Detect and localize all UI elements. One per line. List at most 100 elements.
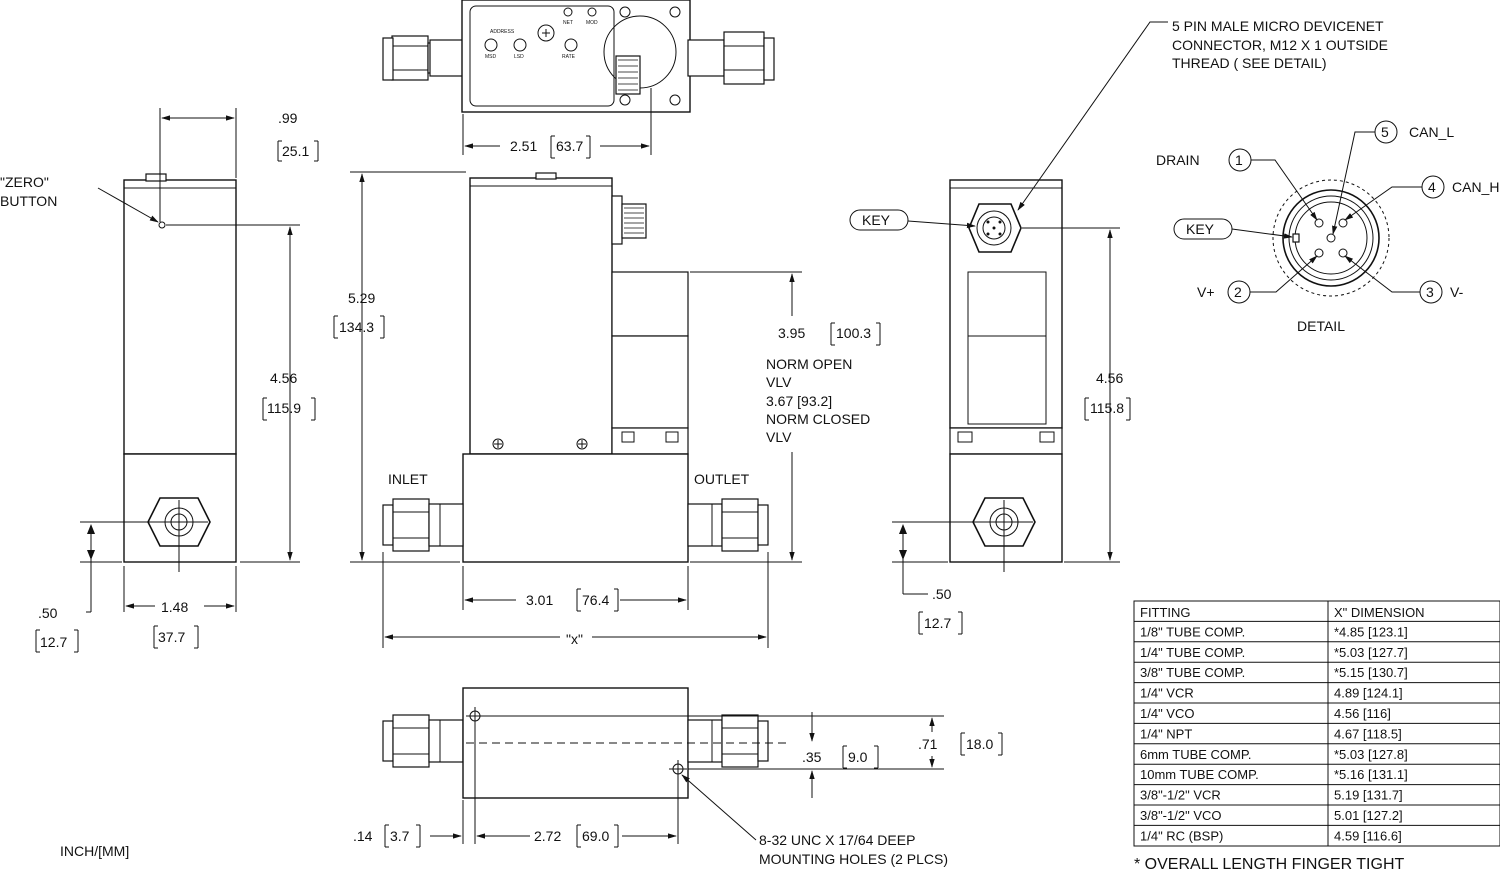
table-cell-dimension: 4.89 [124.1] (1334, 686, 1403, 701)
valve-note-4: NORM CLOSED (766, 411, 870, 427)
dim-right-height: 4.56 (1096, 370, 1123, 386)
front-view: INLET OUTLET 5.29 134.3 3.95 100.3 NORM … (333, 171, 881, 648)
table-cell-fitting: 3/8"-1/2" VCR (1140, 788, 1221, 803)
table-cell-dimension: 4.67 [118.5] (1334, 726, 1402, 741)
dim-left-top-mm: 25.1 (282, 143, 309, 159)
dim-front-total-height: 5.29 (348, 290, 375, 306)
table-cell-dimension: *5.16 [131.1] (1334, 767, 1408, 782)
top-view: ADDRESS NET MOD MSD LSD RATE 2.51 63.7 (382, 0, 775, 159)
holes-note-2: MOUNTING HOLES (2 PLCS) (759, 851, 948, 867)
dim-left-port: .50 (38, 605, 58, 621)
connector-detail: 1 DRAIN 2 V+ 3 V- 4 CAN_H 5 CAN_L KEY DE… (1156, 120, 1499, 334)
inlet-label: INLET (388, 471, 428, 487)
table-cell-fitting: 1/4" VCR (1140, 686, 1194, 701)
dim-base-width: 3.01 (526, 592, 553, 608)
dim-left-top: .99 (278, 110, 298, 126)
table-header-dimension: X" DIMENSION (1334, 605, 1425, 620)
dim-hole-offset: .14 (353, 828, 373, 844)
units-note: INCH/[MM] (60, 843, 129, 859)
pin-1-num: 1 (1235, 152, 1243, 168)
fitting-table: FITTING X" DIMENSION 1/8" TUBE COMP. *4.8… (1133, 600, 1500, 847)
pin-4 (1338, 218, 1348, 228)
pin-2 (1314, 248, 1324, 258)
pin-3 (1338, 248, 1348, 258)
front-base (462, 453, 689, 563)
table-cell-fitting: 1/4" NPT (1140, 726, 1192, 741)
table-footnote: * OVERALL LENGTH FINGER TIGHT (1134, 856, 1405, 872)
right-key-callout (849, 209, 909, 231)
connector-note-1: 5 PIN MALE MICRO DEVICENET (1172, 18, 1384, 34)
left-body-upper (123, 179, 237, 455)
dim-top-width-mm: 63.7 (556, 138, 583, 154)
right-side-view: KEY 5 PIN MALE MICRO DEVICENET CONNECTOR… (849, 18, 1388, 635)
pin-3-name: V- (1450, 284, 1464, 300)
address-panel (469, 5, 615, 107)
valve-note-2: VLV (766, 374, 792, 390)
detail-key-callout (1173, 218, 1233, 240)
top-housing (461, 0, 691, 113)
detail-key-label: KEY (1186, 221, 1215, 237)
valve-note-5: VLV (766, 429, 792, 445)
dim-valve-height-mm: 100.3 (836, 325, 871, 341)
pin-5 (1326, 233, 1336, 243)
right-body-upper (949, 179, 1063, 429)
table-cell-fitting: 1/4" VCO (1140, 706, 1194, 721)
dim-hole-y-mm: 9.0 (848, 749, 868, 765)
label-mod: MOD (586, 20, 598, 26)
label-address: ADDRESS (490, 29, 515, 35)
dim-base-width-mm: 76.4 (582, 592, 609, 608)
connector-note-3: THREAD ( SEE DETAIL) (1172, 55, 1327, 71)
outlet-label: OUTLET (694, 471, 750, 487)
connector-note-2: CONNECTOR, M12 X 1 OUTSIDE (1172, 37, 1388, 53)
valve-coil-upper (611, 271, 689, 337)
right-key-label: KEY (862, 212, 891, 228)
table-cell-dimension: *5.03 [127.8] (1334, 747, 1408, 762)
table-header-fitting: FITTING (1140, 605, 1191, 620)
pin-5-num: 5 (1381, 124, 1389, 140)
dim-left-height: 4.56 (270, 370, 297, 386)
table-cell-fitting: 1/4" TUBE COMP. (1140, 645, 1245, 660)
dim-x: "x" (566, 631, 583, 647)
label-rate: RATE (562, 54, 576, 60)
front-housing (469, 177, 613, 455)
dim-valve-height: 3.95 (778, 325, 805, 341)
dim-depth-mm: 18.0 (966, 736, 993, 752)
dim-left-width: 1.48 (161, 599, 188, 615)
table-cell-fitting: 10mm TUBE COMP. (1140, 767, 1259, 782)
valve-note-3: 3.67 [93.2] (766, 393, 832, 409)
dim-hole-offset-mm: 3.7 (390, 828, 410, 844)
table-cell-fitting: 1/8" TUBE COMP. (1140, 624, 1245, 639)
dim-left-width-mm: 37.7 (158, 629, 185, 645)
pin-2-name: V+ (1197, 284, 1215, 300)
dim-left-height-mm: 115.9 (267, 400, 301, 416)
label-msd: MSD (485, 54, 497, 60)
dim-hole-spacing-mm: 69.0 (582, 828, 609, 844)
table-cell-fitting: 1/4" RC (BSP) (1140, 828, 1223, 843)
dim-left-port-mm: 12.7 (40, 634, 67, 650)
table-cell-fitting: 6mm TUBE COMP. (1140, 747, 1251, 762)
left-side-view: "ZERO" BUTTON .99 25.1 4.56 115.9 .50 12… (0, 108, 319, 653)
zero-button-label-1: "ZERO" (0, 174, 49, 190)
pin-1 (1314, 218, 1324, 228)
bottom-view: .14 3.7 2.72 69.0 .35 9.0 .71 18.0 8-32 … (353, 687, 1003, 867)
pin-2-num: 2 (1234, 284, 1242, 300)
table-cell-dimension: 5.19 [131.7] (1334, 788, 1403, 803)
table-cell-dimension: *5.03 [127.7] (1334, 645, 1408, 660)
detail-outer-thread (1272, 179, 1390, 297)
table-cell-dimension: *5.15 [130.7] (1334, 665, 1408, 680)
label-net: NET (563, 20, 573, 26)
table-cell-dimension: *4.85 [123.1] (1334, 624, 1408, 639)
pin-1-name: DRAIN (1156, 152, 1200, 168)
valve-note-1: NORM OPEN (766, 356, 852, 372)
table-cell-fitting: 3/8" TUBE COMP. (1140, 665, 1245, 680)
holes-note-1: 8-32 UNC X 17/64 DEEP (759, 832, 915, 848)
dim-hole-y: .35 (802, 749, 822, 765)
table-cell-dimension: 5.01 [127.2] (1334, 808, 1403, 823)
label-lsd: LSD (514, 54, 524, 60)
dim-top-width: 2.51 (510, 138, 537, 154)
zero-button-label-2: BUTTON (0, 193, 57, 209)
valve-coil-lower (611, 335, 689, 429)
pin-4-name: CAN_H (1452, 179, 1499, 195)
dim-right-port: .50 (932, 586, 952, 602)
